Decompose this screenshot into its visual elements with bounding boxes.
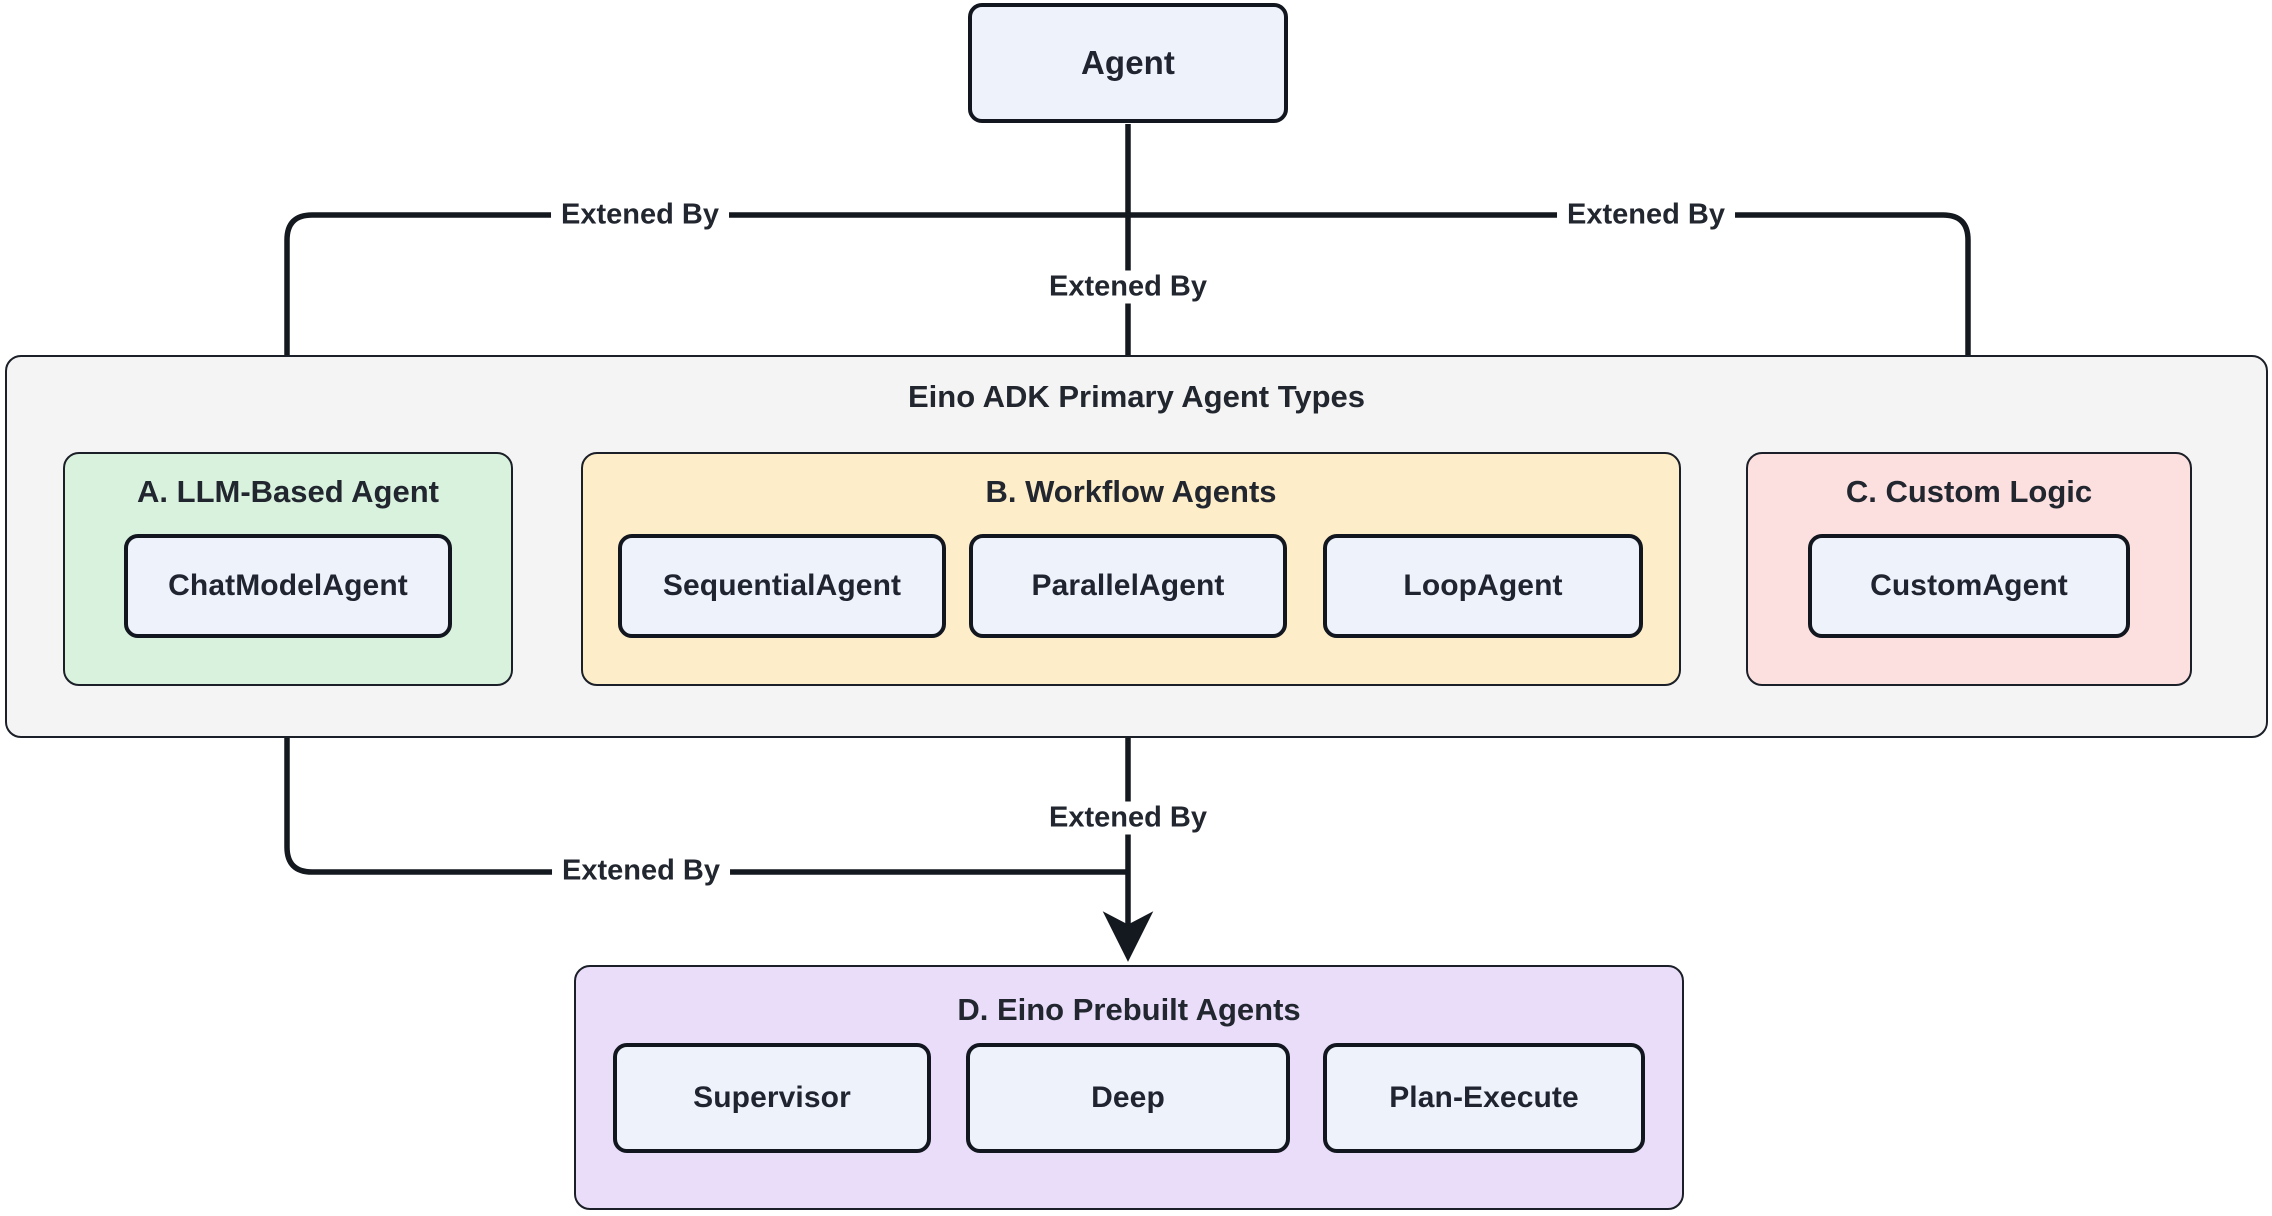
edge-label-agent-to-workflow: Extened By — [1039, 270, 1217, 304]
node-parallelagent[interactable]: ParallelAgent — [969, 534, 1287, 638]
node-supervisor-label: Supervisor — [693, 1081, 851, 1114]
node-chatmodelagent[interactable]: ChatModelAgent — [124, 534, 452, 638]
cluster-primary-agent-types-title: Eino ADK Primary Agent Types — [907, 379, 1366, 414]
cluster-llm-based-agent-title: A. LLM-Based Agent — [137, 474, 439, 509]
node-plan-execute[interactable]: Plan-Execute — [1323, 1043, 1645, 1153]
node-sequentialagent[interactable]: SequentialAgent — [618, 534, 946, 638]
cluster-workflow-agents-title: B. Workflow Agents — [985, 474, 1277, 509]
edge-label-llm-to-prebuilt: Extened By — [552, 854, 730, 888]
edge-label-agent-to-llm: Extened By — [551, 198, 729, 232]
node-sequentialagent-label: SequentialAgent — [662, 569, 902, 602]
node-supervisor[interactable]: Supervisor — [613, 1043, 931, 1153]
edge-label-workflow-to-prebuilt: Extened By — [1039, 801, 1217, 835]
node-plan-execute-label: Plan-Execute — [1389, 1081, 1579, 1114]
node-customagent-label: CustomAgent — [1870, 569, 2068, 602]
node-loopagent[interactable]: LoopAgent — [1323, 534, 1643, 638]
node-customagent[interactable]: CustomAgent — [1808, 534, 2130, 638]
node-agent[interactable]: Agent — [968, 3, 1288, 123]
node-parallelagent-label: ParallelAgent — [1031, 569, 1225, 602]
cluster-custom-logic-title: C. Custom Logic — [1845, 474, 2093, 509]
edge-label-agent-to-custom: Extened By — [1557, 198, 1735, 232]
node-deep[interactable]: Deep — [966, 1043, 1290, 1153]
node-deep-label: Deep — [1091, 1081, 1165, 1114]
cluster-prebuilt-agents-title: D. Eino Prebuilt Agents — [957, 992, 1301, 1027]
node-chatmodelagent-label: ChatModelAgent — [168, 569, 408, 602]
node-agent-label: Agent — [1081, 44, 1175, 81]
node-loopagent-label: LoopAgent — [1403, 569, 1563, 602]
